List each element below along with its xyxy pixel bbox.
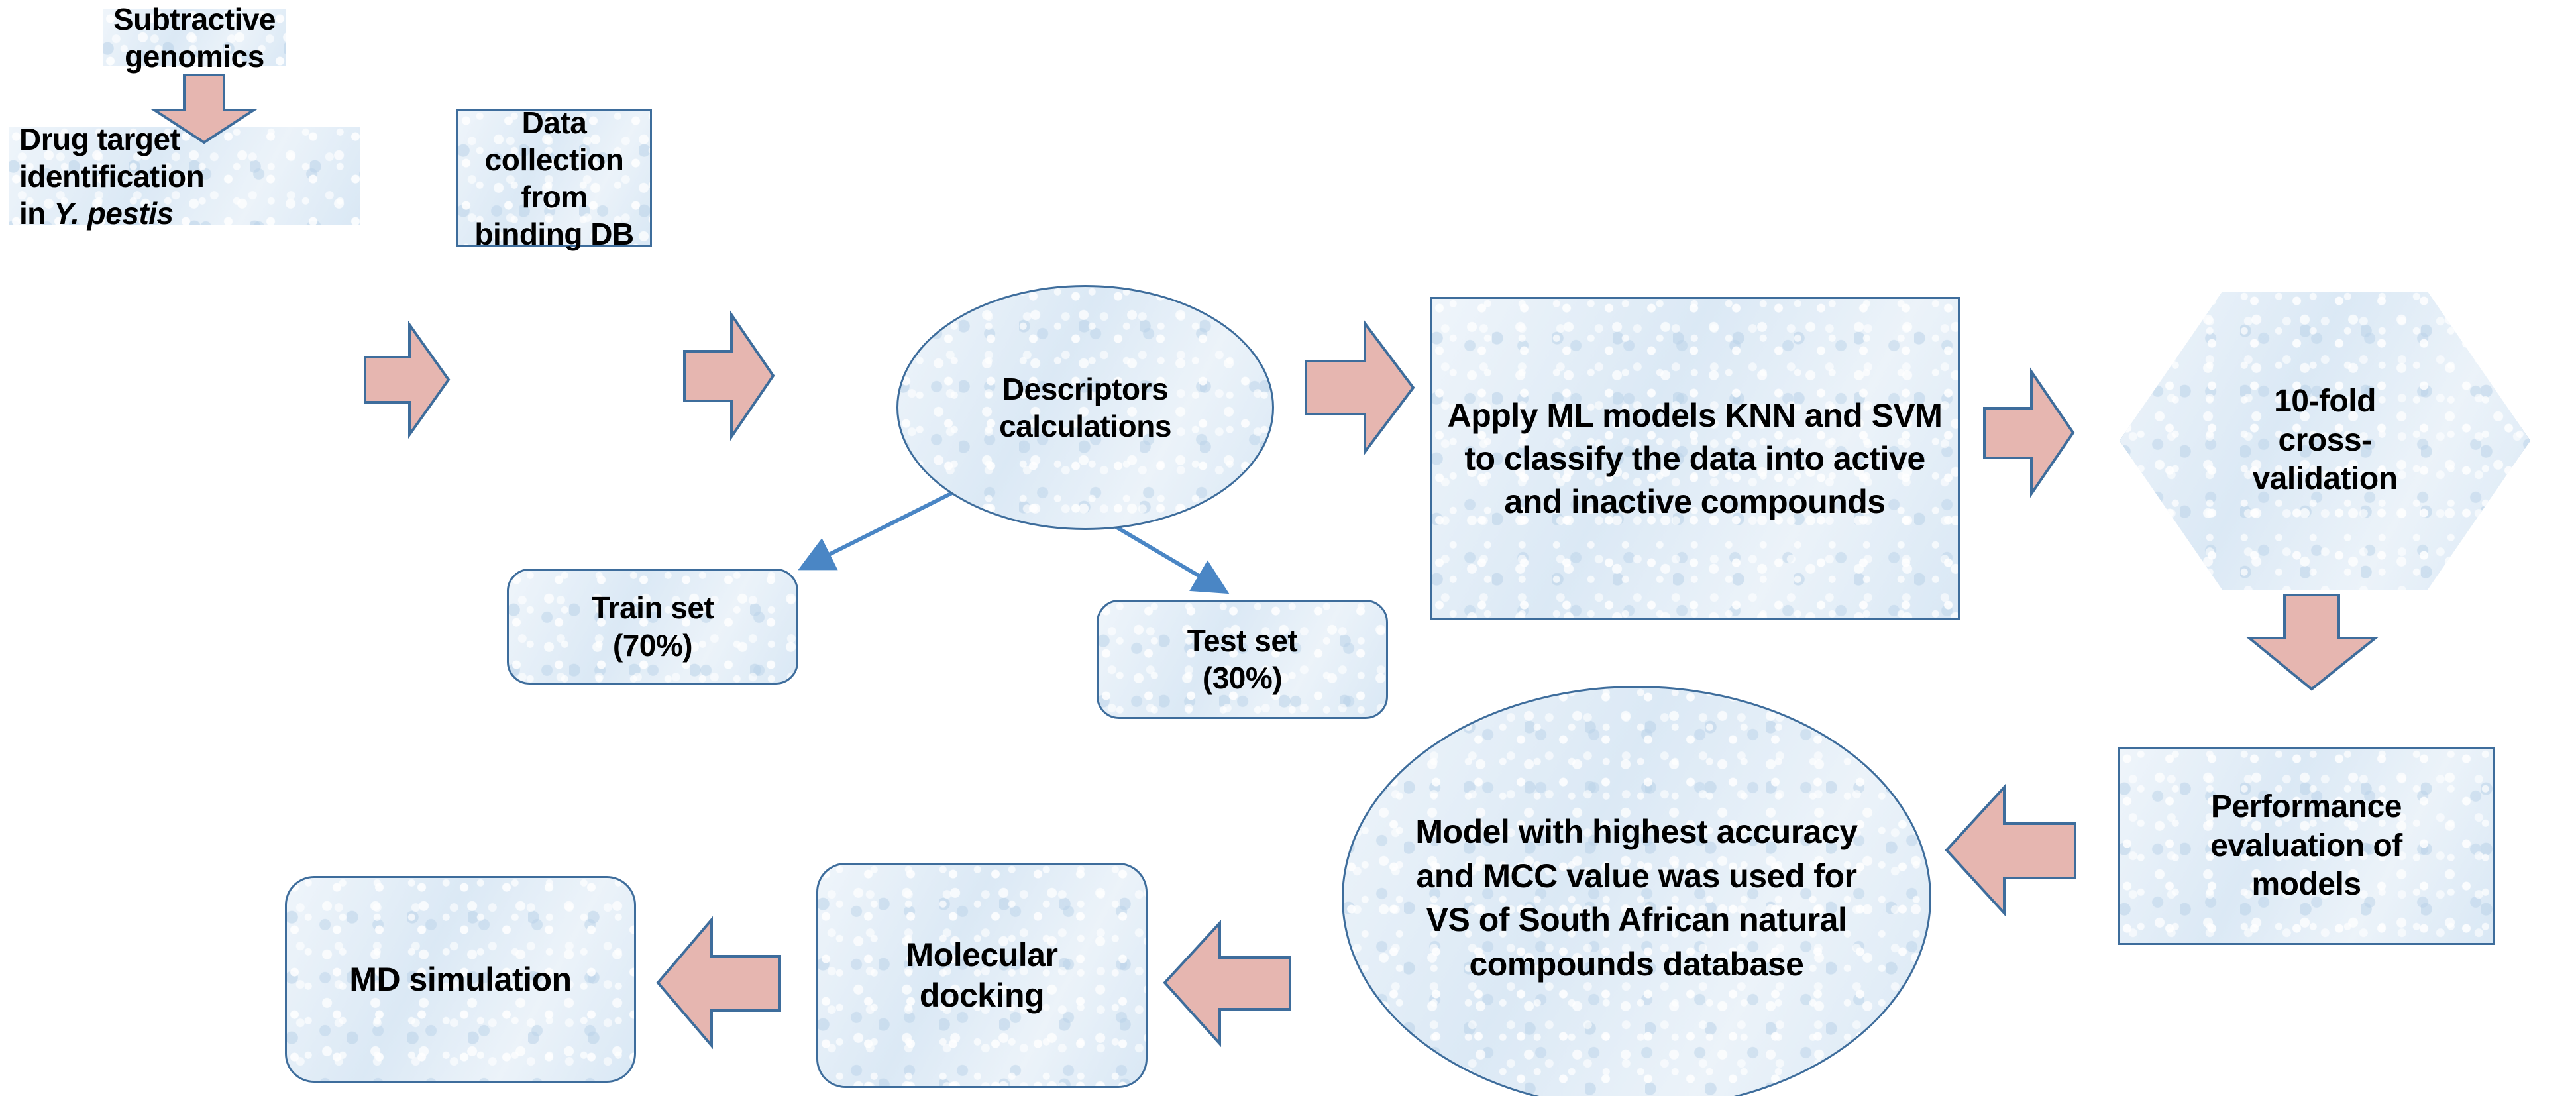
node-apply-ml-models[interactable]: Apply ML models KNN and SVM to classify …	[1430, 297, 1960, 620]
node-subtractive-genomics-label: Subtractive genomics	[113, 1, 276, 74]
block-arrow-right-datacollection-to-descriptors	[682, 310, 775, 441]
node-subtractive-genomics[interactable]: Subtractive genomics	[103, 2, 286, 74]
node-descriptors-calculations[interactable]: Descriptors calculations	[896, 285, 1274, 530]
node-train-set-label: Train set (70%)	[591, 590, 714, 663]
node-md-simulation-label: MD simulation	[349, 960, 572, 998]
node-molecular-docking[interactable]: Molecular docking	[816, 863, 1148, 1088]
node-apply-ml-models-label: Apply ML models KNN and SVM to classify …	[1447, 396, 1943, 520]
drug-target-species-italic: Y. pestis	[54, 196, 174, 231]
node-data-collection[interactable]: Data collection from binding DB	[456, 105, 652, 251]
drug-target-line-3-prefix: in	[19, 196, 54, 231]
node-drug-target-identification-label: Drug target identification in Y. pestis	[9, 121, 208, 232]
node-test-set-label: Test set (30%)	[1187, 623, 1298, 695]
block-arrow-left-performance-to-bestmodel	[1945, 783, 2077, 918]
connector-descriptors-to-train-set	[798, 485, 965, 571]
block-arrow-left-moleculardocking-to-mdsimulation	[656, 916, 782, 1050]
block-arrow-left-bestmodel-to-moleculardocking	[1163, 919, 1292, 1048]
node-performance-evaluation[interactable]: Performance evaluation of models	[2118, 747, 2495, 945]
drug-target-line-2: identification	[19, 158, 205, 193]
block-arrow-down-crossvalidation-to-performance	[2245, 593, 2379, 692]
node-train-set[interactable]: Train set (70%)	[507, 569, 798, 685]
node-drug-target-identification[interactable]: Drug target identification in Y. pestis	[9, 122, 360, 231]
block-arrow-right-drugtarget-to-datacollection	[363, 320, 451, 439]
node-test-set[interactable]: Test set (30%)	[1097, 600, 1388, 719]
node-best-model[interactable]: Model with highest accuracy and MCC valu…	[1342, 686, 1931, 1096]
node-md-simulation[interactable]: MD simulation	[285, 876, 636, 1083]
drug-target-line-1: Drug target	[19, 121, 180, 156]
node-cross-validation-label: 10-fold cross- validation	[2252, 384, 2398, 497]
node-cross-validation-wrapper: 10-fold cross- validation	[2119, 292, 2531, 590]
block-arrow-down-subtractive-to-drugtarget	[150, 73, 258, 144]
node-descriptors-calculations-label: Descriptors calculations	[999, 371, 1171, 443]
node-molecular-docking-label: Molecular docking	[906, 936, 1058, 1014]
node-performance-evaluation-label: Performance evaluation of models	[2210, 789, 2402, 903]
node-best-model-label: Model with highest accuracy and MCC valu…	[1415, 813, 1858, 983]
node-data-collection-label: Data collection from binding DB	[474, 105, 634, 252]
block-arrow-right-mlmodels-to-crossvalidation	[1982, 367, 2075, 498]
block-arrow-right-descriptors-to-mlmodels	[1304, 319, 1415, 456]
